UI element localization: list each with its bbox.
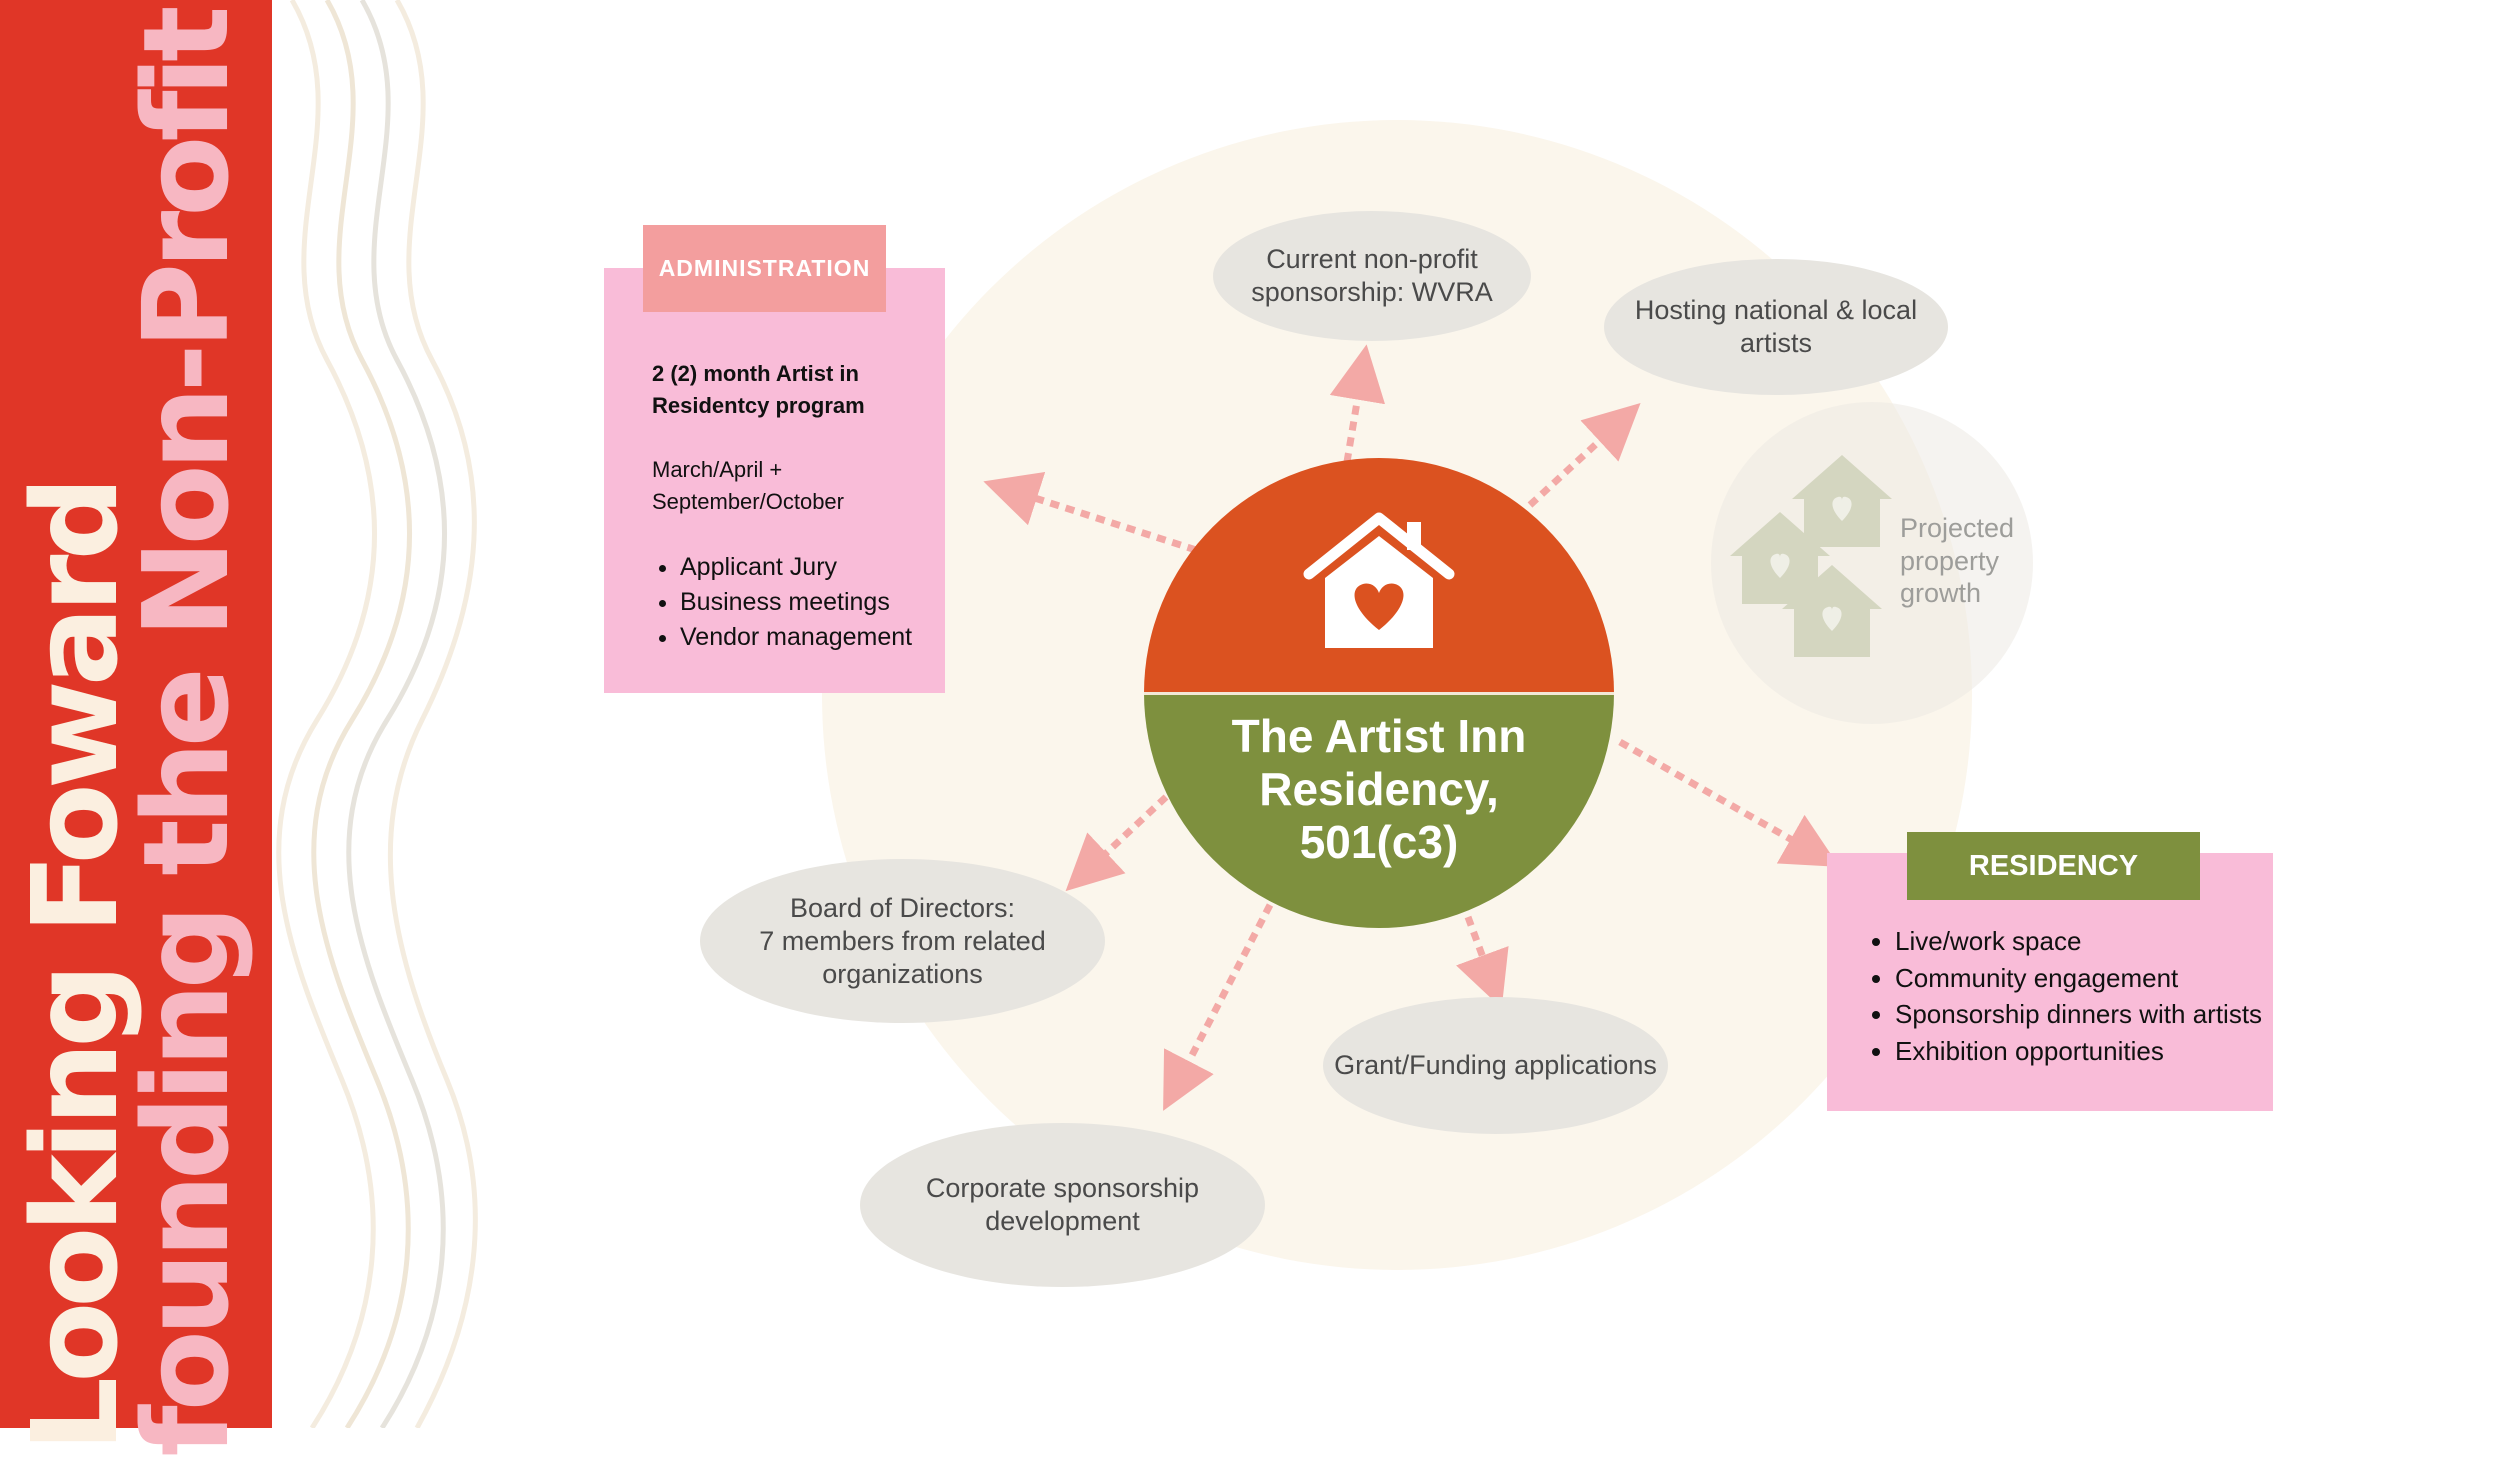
node-corporate-label: Corporate sponsorship development [925,1173,1200,1236]
list-item: Community engagement [1895,960,2262,997]
sidebar-band: Looking Foward founding the Non-Profit [0,0,272,1457]
list-item: Exhibition opportunities [1895,1033,2262,1070]
list-item: Business meetings [680,585,912,620]
administration-card: 2 (2) month Artist in Residentcy program… [604,268,945,693]
arrow-to-residency [1618,738,1840,867]
node-grant-label: Grant/Funding applications [1334,1050,1657,1080]
central-node-bottom [1144,695,1614,928]
node-sponsorship-label: Current non-profit sponsorship: WVRA [1251,244,1493,307]
central-node: The Artist Inn Residency, 501(c3) [1144,458,1614,928]
node-grant: Grant/Funding applications [1323,997,1668,1134]
arrow-to-corporate [1163,903,1274,1111]
administration-tab: ADMINISTRATION [643,225,886,312]
central-node-title: The Artist Inn Residency, 501(c3) [1231,710,1527,868]
residency-tab: RESIDENCY [1907,832,2200,900]
projected-growth-label: Projected property growth [1900,513,2015,608]
houses-heart-icon [1730,455,1892,657]
central-node-divider [1144,692,1614,695]
decorative-wave-lines [276,0,478,1428]
node-hosting-label: Hosting national & local artists [1634,295,1918,358]
administration-dates: March/April + September/October [652,457,844,514]
node-board: Board of Directors: 7 members from relat… [700,859,1105,1023]
list-item: Live/work space [1895,923,2262,960]
node-sponsorship: Current non-profit sponsorship: WVRA [1213,211,1531,341]
node-corporate: Corporate sponsorship development [860,1123,1265,1287]
list-item: Sponsorship dinners with artists [1895,996,2262,1033]
house-heart-icon [1303,512,1455,648]
administration-heading: 2 (2) month Artist in Residentcy program [652,361,865,418]
arrow-to-sponsorship [1329,344,1386,463]
residency-list: Live/work space Community engagement Spo… [1867,923,2262,1069]
arrow-to-grant [1456,915,1509,1009]
administration-list: Applicant Jury Business meetings Vendor … [652,550,912,655]
node-hosting: Hosting national & local artists [1604,259,1948,395]
list-item: Vendor management [680,620,912,655]
list-item: Applicant Jury [680,550,912,585]
node-board-label: Board of Directors: 7 members from relat… [759,892,1046,989]
